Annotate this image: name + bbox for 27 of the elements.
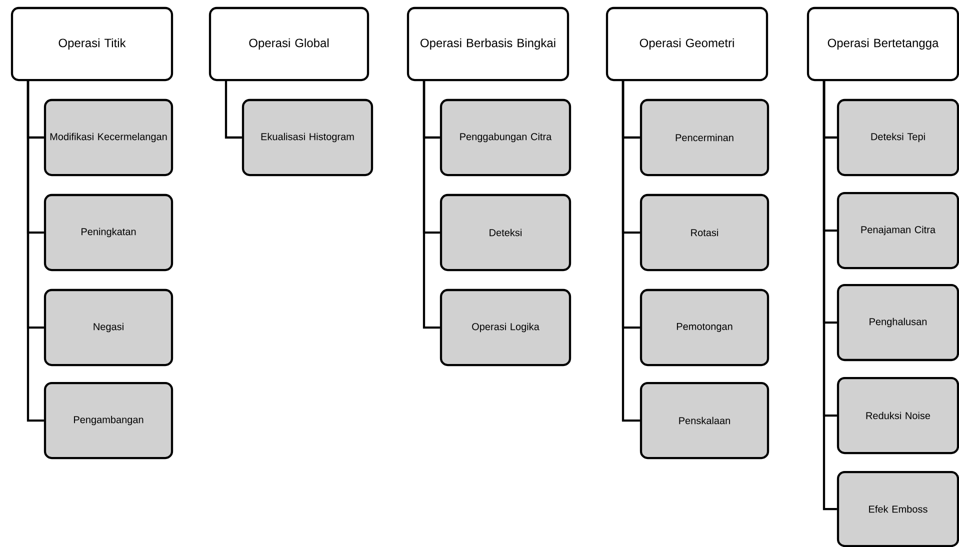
category-box: Operasi Titik bbox=[10, 6, 174, 82]
category-box: Operasi Bertetangga bbox=[806, 6, 959, 82]
operation-box: Efek Emboss bbox=[836, 470, 959, 547]
connector bbox=[26, 80, 44, 422]
operation-box: Ekualisasi Histogram bbox=[242, 98, 374, 176]
operation-box: Penghalusan bbox=[836, 284, 959, 362]
operation-box: Penskalaan bbox=[640, 382, 770, 460]
operation-box: Operasi Logika bbox=[440, 288, 572, 366]
category-box: Operasi Global bbox=[208, 6, 370, 82]
operation-box: Reduksi Noise bbox=[836, 376, 959, 454]
operation-box: Pengambangan bbox=[44, 382, 174, 460]
operation-box: Peningkatan bbox=[44, 194, 174, 272]
connector bbox=[822, 80, 837, 510]
connector bbox=[622, 80, 640, 422]
connector bbox=[422, 80, 440, 329]
operation-box: Pencerminan bbox=[640, 98, 770, 176]
category-box: Operasi Berbasis Bingkai bbox=[406, 6, 570, 82]
connector bbox=[224, 80, 242, 139]
operation-box: Pemotongan bbox=[640, 288, 770, 366]
operation-box: Deteksi bbox=[440, 194, 572, 272]
operation-box: Modifikasi Kecermelangan bbox=[44, 98, 174, 176]
operation-box: Negasi bbox=[44, 288, 174, 366]
operation-box: Penggabungan Citra bbox=[440, 98, 572, 176]
operation-box: Penajaman Citra bbox=[836, 192, 959, 270]
operation-box: Rotasi bbox=[640, 194, 770, 272]
category-box: Operasi Geometri bbox=[606, 6, 768, 82]
operation-box: Deteksi Tepi bbox=[836, 98, 959, 176]
